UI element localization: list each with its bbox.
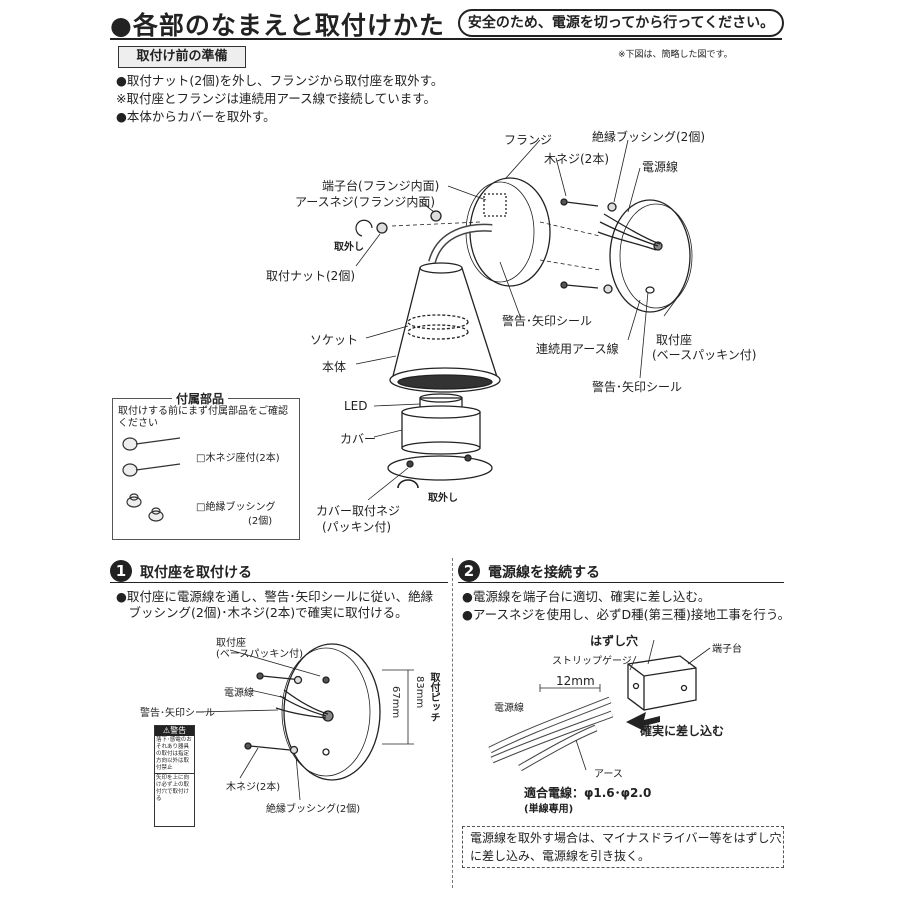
label-insulating-bushing: 絶縁ブッシング(2個): [592, 130, 705, 144]
accessory-bushing: □絶縁ブッシング: [196, 502, 276, 513]
step1-pitch-value: 83mm: [414, 676, 425, 709]
removal-note-box: [462, 826, 784, 868]
step1-mount-base-2: (ベースパッキン付): [216, 649, 304, 660]
label-flange: フランジ: [504, 133, 553, 147]
step2-strip-length: 12mm: [556, 674, 595, 688]
label-earth-screw-inner: アースネジ(フランジ内面): [295, 195, 436, 209]
mount-base: [609, 199, 691, 313]
label-socket: ソケット: [310, 333, 359, 347]
step1-pitch-label: 取付ピッチ: [428, 672, 439, 722]
accessories-title: 付属部品: [172, 390, 229, 407]
insert-arrow-icon: [626, 712, 660, 732]
label-power-wire: 電源線: [642, 160, 679, 174]
step2-title: 電源線を接続する: [488, 565, 600, 581]
step1-bushing: 絶縁ブッシング(2個): [266, 804, 361, 815]
title-rule: [110, 38, 782, 40]
label-terminal-inner: 端子台(フランジ内面): [322, 179, 440, 193]
step2-power-wire: 電源線: [494, 703, 524, 714]
step1-wood-screw: 木ネジ(2本): [226, 782, 281, 793]
label-mount-base-2: (ベースパッキン付): [652, 348, 757, 362]
step2-number: 2: [458, 560, 480, 582]
step2-insert: 確実に差し込む: [640, 724, 725, 738]
step2-line-2: ●アースネジを使用し、必ずD種(第三種)接地工事を行う。: [462, 607, 791, 622]
prep-step-3: ●本体からカバーを取外す。: [116, 109, 276, 124]
step1-warning-seal: 警告･矢印シール: [140, 708, 215, 719]
step1-line-1: ●取付座に電源線を通し、警告･矢印シールに従い、絶縁: [116, 589, 434, 604]
step1-number: 1: [110, 560, 132, 582]
step2-rule: [458, 582, 784, 583]
accessories-instruction: 取付けする前にまず付属部品をご確認ください: [118, 406, 288, 429]
step2-earth: アース: [594, 769, 623, 780]
warning-card: ⚠警告 落下･感電のおそれあり器具の取付は指定方向以外は取付禁止 矢印を上に向け…: [154, 725, 195, 827]
flange-shape: [469, 177, 551, 287]
step2-release-hole: はずし穴: [590, 634, 639, 648]
label-remove-cover: 取外し: [428, 493, 458, 504]
label-cover: カバー: [340, 432, 377, 446]
step1-mount-base: [283, 643, 381, 781]
step2-line-1: ●電源線を端子台に適切、確実に差し込む。: [462, 589, 711, 604]
label-body: 本体: [322, 360, 347, 374]
terminal-block-shape: [627, 655, 697, 711]
label-mount-nut: 取付ナット(2個): [266, 269, 355, 283]
prep-step-2: ※取付座とフランジは連続用アース線で接続しています。: [116, 91, 436, 106]
column-divider: [452, 558, 453, 888]
simplified-note: ※下図は、簡略した図です。: [618, 50, 733, 60]
step1-rule: [110, 582, 448, 583]
accessory-bushing-count: (2個): [248, 516, 273, 527]
label-mount-base-1: 取付座: [656, 333, 693, 347]
step2-terminal-block: 端子台: [712, 644, 742, 655]
label-cover-screw-1: カバー取付ネジ: [316, 504, 401, 518]
step1-dimension: 67mm: [390, 686, 401, 719]
page-title: ●各部のなまえと取付けかた: [110, 11, 445, 40]
step1-power-wire: 電源線: [224, 688, 254, 699]
step2-applicable-wire: 適合電線：φ1.6･φ2.0: [524, 786, 652, 800]
step1-title: 取付座を取付ける: [140, 565, 252, 581]
cover-plate: [387, 455, 493, 481]
prep-step-1: ●取付ナット(2個)を外し、フランジから取付座を取外す。: [116, 73, 444, 88]
step1-mount-base-1: 取付座: [216, 638, 246, 649]
label-remove-nut: 取外し: [334, 242, 364, 253]
step1-line-2: ブッシング(2個)･木ネジ(2本)で確実に取付ける。: [116, 605, 408, 620]
label-cover-screw-2: (パッキン付): [322, 520, 392, 534]
accessory-wood-screw: □木ネジ座付(2本): [196, 453, 280, 464]
body-cone: [391, 267, 499, 381]
warning-card-arrow-note: 矢印を上に向け必ず上の取付穴で取付ける: [155, 773, 194, 804]
label-wood-screw: 木ネジ(2本): [544, 152, 609, 166]
warning-card-body: 落下･感電のおそれあり器具の取付は指定方向以外は取付禁止: [156, 737, 192, 771]
label-warning-seal-1: 警告･矢印シール: [502, 314, 593, 328]
safety-note: 安全のため、電源を切ってから行ってください。: [458, 9, 784, 37]
label-led: LED: [344, 399, 368, 413]
terminal-block-hidden: [483, 193, 507, 217]
step2-single-wire: (単線専用): [524, 804, 574, 815]
warning-card-title: ⚠警告: [155, 726, 194, 736]
step2-strip-gauge: ストリップゲージ: [552, 656, 632, 667]
label-continuous-earth: 連続用アース線: [536, 342, 619, 356]
removal-note: 電源線を取外す場合は、マイナスドライバー等をはずし穴に差し込み、電源線を引き抜く…: [470, 831, 782, 863]
label-warning-seal-2: 警告･矢印シール: [592, 380, 683, 394]
prep-label: 取付け前の準備: [118, 46, 246, 68]
